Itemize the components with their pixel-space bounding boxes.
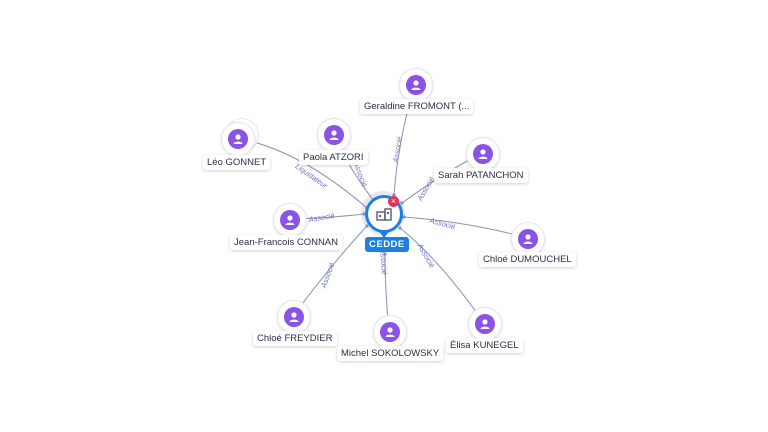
edge-arrow — [402, 215, 406, 219]
edge-label-elisa: Associé — [415, 241, 436, 269]
user-icon — [478, 149, 488, 159]
person-icon — [380, 322, 400, 342]
person-icon — [284, 307, 304, 327]
edge-arrow — [383, 252, 387, 256]
user-icon — [285, 215, 295, 225]
person-name-label[interactable]: Chloé DUMOUCHEL — [479, 252, 576, 267]
edge-arrow — [362, 212, 366, 216]
person-avatar[interactable] — [511, 222, 545, 256]
user-icon — [329, 130, 339, 140]
edge-label-geraldine: Associé — [391, 136, 405, 164]
company-icon — [376, 208, 392, 221]
edge-label-leo: Liquidateur — [294, 162, 330, 191]
person-icon — [228, 129, 248, 149]
user-icon — [523, 234, 533, 244]
person-icon — [518, 229, 538, 249]
person-name-label[interactable]: Léo GONNET — [203, 155, 271, 170]
person-name-label[interactable]: Élisa KUNEGEL — [446, 338, 523, 353]
person-name-label[interactable]: Jean-Francois CONNAN — [230, 235, 342, 250]
person-name-label[interactable]: Sarah PATANCHON — [434, 168, 528, 183]
person-avatar[interactable] — [399, 68, 433, 102]
close-icon[interactable]: × — [388, 196, 399, 207]
user-icon — [289, 312, 299, 322]
edge-label-chloef: Associé — [319, 261, 337, 290]
person-avatar[interactable] — [468, 307, 502, 341]
person-icon — [280, 210, 300, 230]
person-name-label[interactable]: Chloé FREYDIER — [253, 331, 337, 346]
person-name-label[interactable]: Michel SOKOLOWSKY — [337, 346, 444, 361]
edge-label-jeanfrancois: Associé — [307, 211, 335, 225]
edge-label-chloed: Associé — [428, 216, 457, 232]
edge-arrow — [398, 226, 402, 230]
person-icon — [473, 144, 493, 164]
person-avatar[interactable] — [373, 315, 407, 349]
center-company-label[interactable]: CEDDE — [365, 237, 409, 252]
person-avatar[interactable] — [273, 203, 307, 237]
person-name-label[interactable]: Paola ATZORI — [299, 150, 368, 165]
person-avatar[interactable] — [221, 122, 255, 156]
person-icon — [406, 75, 426, 95]
edge-chloed — [403, 216, 528, 239]
edge-label-michel: Associé — [378, 247, 389, 275]
edge-arrow — [400, 201, 404, 205]
user-icon — [411, 80, 421, 90]
pin-tip — [378, 230, 390, 238]
user-icon — [480, 319, 490, 329]
edge-elisa — [399, 227, 485, 324]
user-icon — [233, 134, 243, 144]
person-avatar[interactable] — [466, 137, 500, 171]
person-icon — [475, 314, 495, 334]
user-icon — [385, 327, 395, 337]
person-icon — [324, 125, 344, 145]
edge-arrow — [392, 193, 396, 197]
person-name-label[interactable]: Geraldine FROMONT (... — [360, 99, 474, 114]
person-avatar[interactable] — [317, 118, 351, 152]
person-avatar[interactable] — [277, 300, 311, 334]
